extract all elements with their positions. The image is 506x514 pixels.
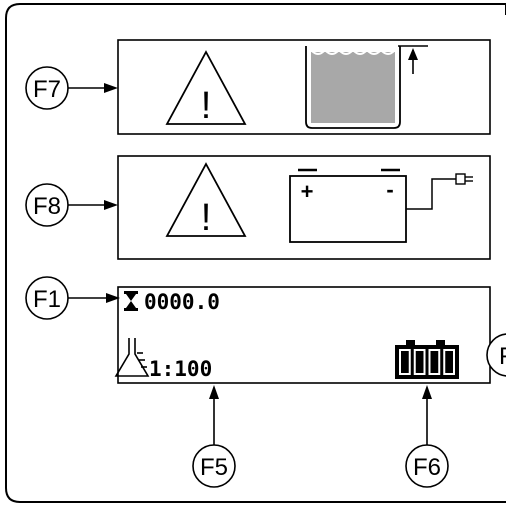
main-display-panel: 0000.0 1:100 [114,286,491,384]
callout-f1: F1 [25,276,120,320]
f7-panel-frame [117,39,491,135]
callout-f8: F8 [25,183,118,227]
plug-icon [406,173,473,210]
battery-level-segment-fill [445,351,453,373]
callout-f5-label: F5 [200,454,228,481]
f7-low-level-warning-panel: ! [117,39,491,135]
warning-triangle-icon: ! [165,162,247,239]
callout-f5: F5 [192,385,236,488]
tank-liquid-surface [310,48,396,55]
battery-level-bars [399,349,455,375]
battery-minus-sign: - [386,177,393,202]
f8-panel-frame [117,155,491,260]
callout-f1-label: F1 [33,286,61,313]
flask-icon [114,338,150,377]
callout-f7-label: F7 [33,76,61,103]
battery-level-segment-fill [415,351,424,373]
callout-partial-label: F [499,343,506,370]
battery-level-segment-fill [401,351,409,373]
tank-liquid [311,52,395,123]
hour-counter-value: 0000.0 [144,290,220,314]
battery-level-segment-fill [430,351,439,373]
hourglass-icon [124,291,138,311]
tank-level-icon [305,45,428,129]
callout-f6-label: F6 [413,454,441,481]
callout-f8-label: F8 [33,193,61,220]
warning-exclamation: ! [201,197,212,239]
warning-exclamation: ! [201,85,212,127]
mixing-ratio-value: 1:100 [149,357,212,381]
callout-partial-edge: F [486,333,506,377]
f8-battery-warning-panel: ! + - [117,155,491,260]
battery-level-icon [395,340,459,379]
callout-f7: F7 [25,66,118,110]
device-frame [5,3,506,503]
battery-plus-sign: + [301,179,314,204]
warning-triangle-icon: ! [165,50,247,127]
callout-f6: F6 [405,385,449,488]
